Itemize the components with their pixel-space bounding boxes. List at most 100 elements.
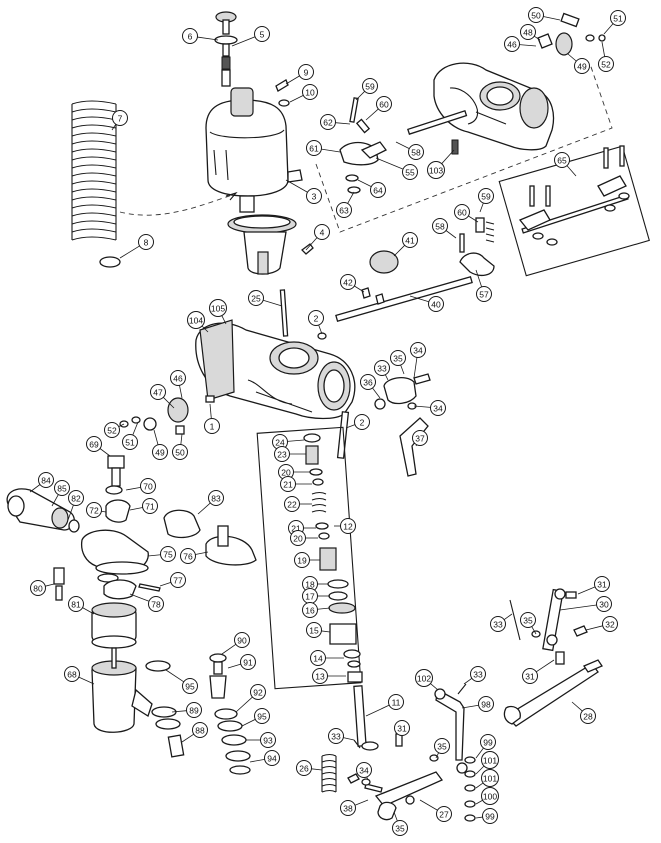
callout-92: 92 (235, 684, 266, 713)
leader-line (475, 269, 483, 288)
callout-label: 55 (405, 168, 415, 178)
callout-label: 35 (523, 616, 533, 626)
callout-label: 99 (485, 812, 495, 822)
suction-chamber (205, 87, 303, 197)
callout-label: 49 (155, 448, 165, 458)
callout-label: 64 (373, 186, 383, 196)
leader-line (395, 141, 410, 150)
banjo-union (6, 488, 80, 533)
leader-line (201, 325, 209, 333)
callout-label: 58 (435, 222, 445, 232)
arrow-head (225, 191, 238, 201)
callout-35-right: 35 (520, 612, 537, 635)
callout-label: 91 (243, 658, 253, 668)
callout-label: 65 (557, 156, 567, 166)
callout-76: 76 (180, 548, 209, 564)
callout-bubble (54, 480, 70, 496)
callout-80: 80 (30, 580, 55, 596)
callout-bubble (434, 738, 450, 754)
leader-line (132, 421, 139, 436)
callout-25: 25 (248, 290, 283, 307)
callout-label: 71 (145, 502, 155, 512)
callout-bubble (248, 290, 264, 306)
callout-58-b: 58 (432, 218, 457, 239)
callout-8: 8 (119, 234, 154, 259)
callout-26: 26 (296, 760, 323, 776)
callout-bubble (182, 678, 198, 694)
callout-label: 90 (237, 636, 247, 646)
spring-washer (99, 256, 121, 268)
leader-line (343, 737, 355, 741)
callout-label: 102 (417, 674, 431, 684)
callout-label: 32 (605, 620, 615, 630)
callout-31-right: 31 (522, 659, 555, 684)
leader-line (289, 94, 304, 103)
callout-59-b: 59 (478, 188, 494, 213)
callout-75: 75 (147, 546, 176, 562)
callout-label: 46 (507, 40, 517, 50)
float-chamber-fixings (145, 660, 185, 758)
callout-bubble (594, 576, 610, 592)
leader-line (101, 510, 107, 513)
callout-64: 64 (357, 179, 386, 198)
callout-bubble (280, 476, 296, 492)
leader-line (461, 704, 479, 709)
throttle-lever-upper (339, 97, 459, 194)
callout-35-mid: 35 (390, 350, 406, 375)
callout-bubble (30, 580, 46, 596)
callout-31-bot: 31 (394, 720, 410, 737)
callout-bubble (302, 84, 318, 100)
callout-70: 70 (125, 478, 156, 494)
callout-bubble (234, 632, 250, 648)
callout-bubble (64, 666, 80, 682)
callout-95-b: 95 (241, 708, 270, 727)
callout-label: 49 (577, 62, 587, 72)
callout-49-top: 49 (567, 53, 590, 74)
callout-label: 20 (293, 534, 303, 544)
fast-idle-cam (374, 373, 431, 410)
callout-bubble (402, 164, 418, 180)
leader-line (181, 733, 194, 743)
callout-bubble (204, 418, 220, 434)
callout-bubble (602, 616, 618, 632)
leader-line (543, 16, 561, 21)
callout-label: 50 (175, 448, 185, 458)
callout-101-a: 101 (475, 751, 499, 775)
leader-line (171, 710, 187, 713)
callout-label: 21 (283, 480, 293, 490)
callout-3: 3 (285, 179, 322, 204)
callout-5: 5 (231, 26, 270, 47)
callout-98: 98 (461, 696, 494, 712)
callout-bubble (520, 24, 536, 40)
disc-screws (361, 287, 385, 305)
leader-line (571, 701, 583, 712)
callout-bubble (264, 750, 280, 766)
callout-label: 52 (601, 60, 611, 70)
washer-10 (278, 99, 290, 107)
callout-77: 77 (159, 572, 186, 588)
callout-bubble (478, 188, 494, 204)
lever-28-clip (583, 659, 603, 673)
link-30 (542, 588, 566, 652)
callout-bubble (430, 400, 446, 416)
callout-42: 42 (340, 274, 365, 293)
callout-bubble (598, 56, 614, 72)
leader-line (153, 429, 159, 445)
callout-10: 10 (289, 84, 318, 103)
callout-bubble (306, 622, 322, 638)
pin-33-low (457, 683, 467, 695)
callout-bubble (392, 820, 408, 836)
callout-label: 93 (263, 736, 273, 746)
leader-line (441, 149, 455, 164)
callout-bubble (274, 446, 290, 462)
callout-label: 58 (411, 148, 421, 158)
callout-2-mid: 2 (345, 414, 370, 430)
callout-63: 63 (336, 191, 355, 218)
callout-label: 12 (343, 522, 353, 532)
callout-bubble (68, 490, 84, 506)
callout-24: 24 (272, 434, 305, 450)
leader-line (475, 816, 483, 819)
leader-line (317, 607, 331, 610)
